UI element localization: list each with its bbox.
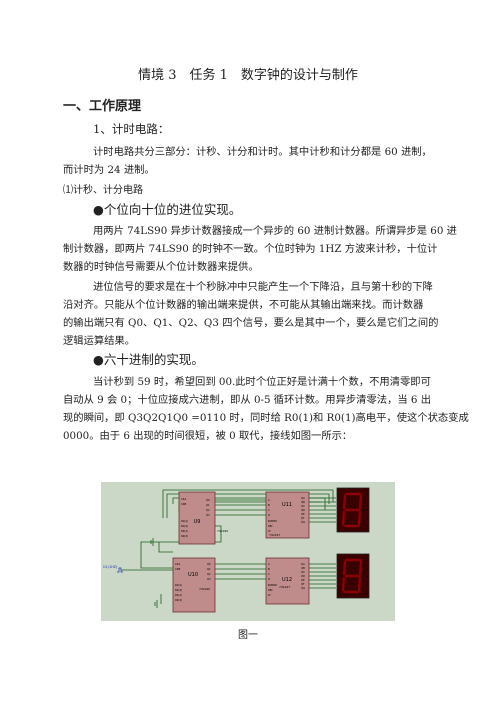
u10-label: U10 — [188, 572, 198, 578]
pin-label: QE — [301, 578, 305, 582]
paragraph-line: 制计数器，即两片 74LS90 的时钟不一致。个位时钟为 1HZ 方波来计秒，十… — [63, 243, 438, 255]
pin-label: QG — [301, 586, 305, 590]
pin-label: A — [268, 562, 270, 566]
pin-label: QB — [301, 566, 305, 570]
pin-label: C — [268, 508, 270, 512]
pin-label: Q2 — [207, 572, 211, 576]
pin-label: B — [268, 503, 270, 507]
figure-caption: 图一 — [238, 630, 258, 641]
pin-label: QC — [301, 504, 305, 508]
pin-label: LT — [268, 593, 271, 597]
pin-label: R9(2) — [181, 534, 188, 538]
pin-label: R9(2) — [175, 598, 182, 602]
pin-label: QA — [301, 562, 305, 566]
pin-label: Q1 — [206, 503, 210, 507]
paragraph-line: 当计秒到 59 时，希望回到 00.此时个位正好是计满十个数，不用清零即可 — [93, 376, 431, 388]
pin-label: LT — [268, 529, 271, 533]
seven-segment-display-ones — [336, 553, 370, 599]
u12-label: U12 — [282, 577, 292, 583]
wires — [121, 489, 336, 604]
paragraph-line: 自动从 9 会 0；十位应接成六进制，即从 0-5 循环计数。用异步清零法，当 … — [63, 394, 432, 406]
u11-decoder-chip: U11 74LS47 A B C D BI/RBO RBI LT QA QB Q… — [265, 491, 310, 539]
pin-label: QF — [301, 582, 305, 586]
pin-label: RBI — [268, 524, 273, 528]
paragraph-line: 的输出端只有 Q0、Q1、Q2、Q3 四个信号，要么是其中一个，要么是它们之间的 — [63, 317, 439, 329]
u12-part-label: 74LS47 — [279, 585, 290, 589]
pin-label: R9(1) — [181, 529, 188, 533]
paragraph-line: 现的瞬间，即 Q3Q2Q1Q0 =0110 时，同时给 R0(1)和 R0(1)… — [63, 412, 469, 424]
pin-label: BI/RBO — [268, 583, 277, 587]
paragraph-line: 进位信号的要求是在十个秒脉冲中只能产生一个下降沿，且与第十秒的下降 — [93, 281, 433, 293]
pin-label: QD — [301, 574, 305, 578]
u9-counter-chip: U9 74LS90 CKA CKB R0(1) R0(2) R9(1) R9(2… — [178, 491, 228, 545]
pin-label: R0(1) — [181, 519, 188, 523]
paragraph-line: 用两片 74LS90 异步计数器接成一个异步的 60 进制计数器。所谓异步是 6… — [93, 225, 457, 237]
bullet-heading: ●个位向十位的进位实现。 — [93, 202, 242, 217]
u12-decoder-chip: U12 74LS47 A B C D BI/RBO RBI LT QA QB Q… — [265, 557, 310, 605]
u9-part-label: 74LS90 — [217, 529, 228, 533]
pin-label: B — [268, 567, 270, 571]
pin-label: Q0 — [207, 562, 211, 566]
paragraph-line: 0000。由于 6 出现的时间很短，被 0 取代，接线如图一所示： — [63, 430, 353, 442]
section-heading: 一、工作原理 — [63, 99, 142, 114]
pin-label: BI/RBO — [268, 519, 277, 523]
pin-label: Q3 — [207, 577, 211, 581]
pin-label: R0(2) — [175, 588, 182, 592]
pin-label: R0(2) — [181, 524, 188, 528]
bullet-heading: ●六十进制的实现。 — [93, 352, 204, 367]
pin-label: CKB — [181, 502, 187, 506]
u10-counter-chip: U10 74LS90 CKA CKB R0(1) R0(2) R9(1) R9(… — [172, 557, 216, 613]
clock-source: U1(1HZ) — [103, 565, 123, 573]
pin-label: CKA — [181, 497, 186, 501]
clock-label: U1(1HZ) — [103, 565, 118, 569]
paragraph-line: 数器的时钟信号需要从个位计数器来提供。 — [63, 261, 259, 273]
paragraph-line: 逻辑运算结果。 — [63, 335, 136, 347]
paragraph-line: 而计时为 24 进制。 — [63, 164, 155, 176]
u9-label: U9 — [194, 519, 201, 525]
pin-label: RBI — [268, 588, 273, 592]
pin-label: QD — [301, 508, 305, 512]
circuit-schematic: U9 74LS90 CKA CKB R0(1) R0(2) R9(1) R9(2… — [103, 487, 370, 613]
pin-label: R9(1) — [175, 593, 182, 597]
u10-part-label: 74LS90 — [199, 587, 210, 591]
pin-label: Q0 — [206, 498, 210, 502]
pin-label: QC — [301, 570, 305, 574]
subsection-heading: ⑴计秒、计分电路 — [63, 185, 143, 196]
u11-label: U11 — [282, 502, 292, 508]
paragraph-line: 沿对齐。只能从个位计数器的输出端来提供，不可能从其输出端来找。而计数器 — [63, 299, 424, 311]
pin-label: A — [268, 498, 270, 502]
pin-label: QB — [301, 500, 305, 504]
pin-label: Q2 — [206, 508, 210, 512]
pin-label: R0(1) — [175, 583, 182, 587]
pin-label: D — [268, 577, 270, 581]
pin-label: QF — [301, 516, 305, 520]
pin-label: CKA — [175, 562, 180, 566]
seven-segment-display-tens — [336, 487, 370, 533]
pin-label: D — [268, 513, 270, 517]
pin-label: QE — [301, 512, 305, 516]
circuit-figure: U9 74LS90 CKA CKB R0(1) R0(2) R9(1) R9(2… — [101, 482, 395, 621]
pin-label: Q1 — [207, 567, 211, 571]
subsection-heading: 1、计时电路： — [93, 122, 170, 136]
paragraph-line: 计时电路共分三部分：计秒、计分和计时。其中计秒和计分都是 60 进制， — [93, 146, 432, 158]
pin-label: Q3 — [206, 513, 210, 517]
page-title: 情境 3 任务 1 数字钟的设计与制作 — [138, 68, 358, 83]
pin-label: C — [268, 572, 270, 576]
pin-label: QA — [301, 496, 305, 500]
u11-part-label: 74LS47 — [269, 533, 280, 537]
pin-label: QG — [301, 520, 305, 524]
ground-symbol — [150, 538, 158, 608]
pin-label: CKB — [175, 567, 181, 571]
